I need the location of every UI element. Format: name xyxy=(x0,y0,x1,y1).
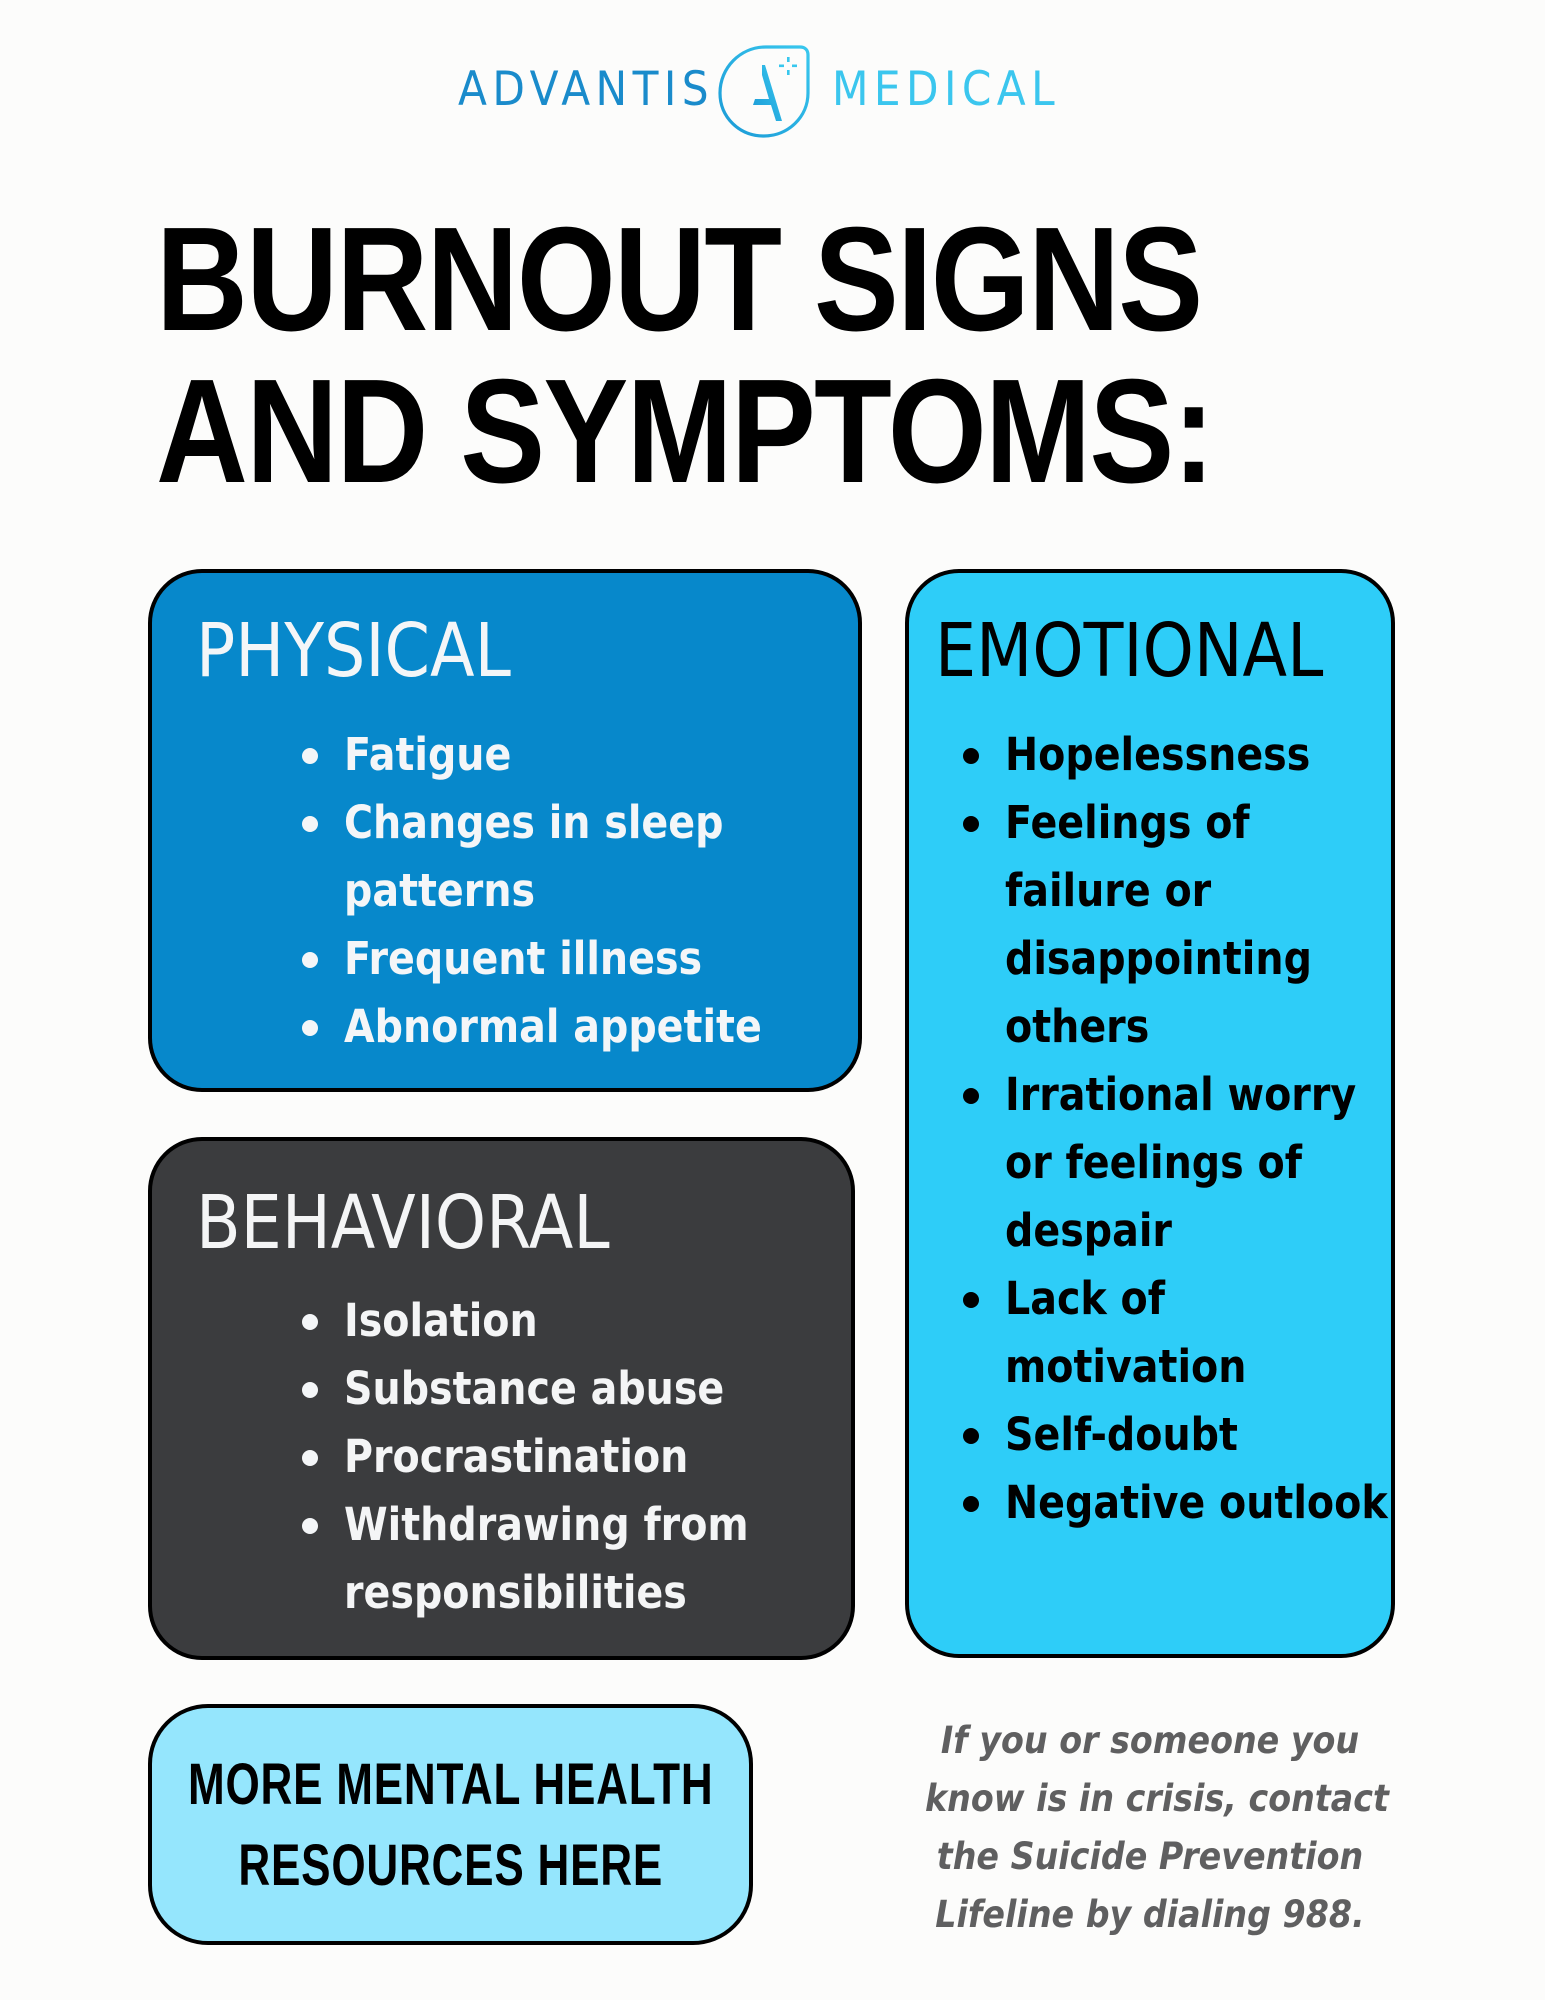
list-item: Irrational worry or feelings of despair xyxy=(963,1061,1403,1265)
list-item: Negative outlook xyxy=(963,1469,1403,1537)
emotional-heading: EMOTIONAL xyxy=(935,608,1324,694)
list-item: Lack of motivation xyxy=(963,1265,1403,1401)
bullet-icon xyxy=(302,748,318,764)
behavioral-card: BEHAVIORAL Isolation Substance abuse Pro… xyxy=(148,1137,855,1660)
list-item: Withdrawing from responsibilities xyxy=(302,1491,862,1627)
resources-button-label: MORE MENTAL HEALTH RESOURCES HERE xyxy=(187,1751,714,1898)
bullet-icon xyxy=(302,1518,318,1534)
bullet-icon xyxy=(963,1292,979,1308)
crisis-lifeline-note: If you or someone you know is in crisis,… xyxy=(925,1719,1389,1936)
logo-word-advantis: ADVANTIS xyxy=(458,62,714,117)
bullet-icon xyxy=(963,1088,979,1104)
bullet-icon xyxy=(963,1496,979,1512)
list-item: Self-doubt xyxy=(963,1401,1403,1469)
list-item: Substance abuse xyxy=(302,1355,862,1423)
bullet-icon xyxy=(302,1382,318,1398)
advantis-logo-icon xyxy=(718,45,810,138)
bullet-icon xyxy=(963,816,979,832)
list-item: Fatigue xyxy=(302,721,862,789)
emotional-card: EMOTIONAL Hopelessness Feelings of failu… xyxy=(905,569,1395,1658)
behavioral-list: Isolation Substance abuse Procrastinatio… xyxy=(302,1287,862,1627)
list-item: Hopelessness xyxy=(963,721,1403,789)
emotional-list: Hopelessness Feelings of failure or disa… xyxy=(963,721,1403,1537)
bullet-icon xyxy=(302,1020,318,1036)
behavioral-heading: BEHAVIORAL xyxy=(196,1180,610,1266)
physical-heading: PHYSICAL xyxy=(196,608,511,694)
bullet-icon xyxy=(963,1428,979,1444)
brand-logo: ADVANTIS MEDICAL xyxy=(0,0,1545,150)
title-line-1: BURNOUT SIGNS xyxy=(156,197,1203,362)
bullet-icon xyxy=(302,1450,318,1466)
list-item: Isolation xyxy=(302,1287,862,1355)
list-item: Frequent illness xyxy=(302,925,862,993)
list-item: Feelings of failure or disappointing oth… xyxy=(963,789,1403,1061)
list-item: Procrastination xyxy=(302,1423,862,1491)
logo-word-medical: MEDICAL xyxy=(832,62,1061,117)
list-item: Abnormal appetite xyxy=(302,993,862,1061)
physical-list: Fatigue Changes in sleep patterns Freque… xyxy=(302,721,862,1061)
bullet-icon xyxy=(302,1314,318,1330)
physical-card: PHYSICAL Fatigue Changes in sleep patter… xyxy=(148,569,862,1092)
bullet-icon xyxy=(302,816,318,832)
page-title: BURNOUT SIGNS AND SYMPTOMS: xyxy=(156,197,1215,514)
bullet-icon xyxy=(963,748,979,764)
bullet-icon xyxy=(302,952,318,968)
list-item: Changes in sleep patterns xyxy=(302,789,862,925)
mental-health-resources-button[interactable]: MORE MENTAL HEALTH RESOURCES HERE xyxy=(148,1704,753,1945)
title-line-2: AND SYMPTOMS: xyxy=(156,349,1215,514)
